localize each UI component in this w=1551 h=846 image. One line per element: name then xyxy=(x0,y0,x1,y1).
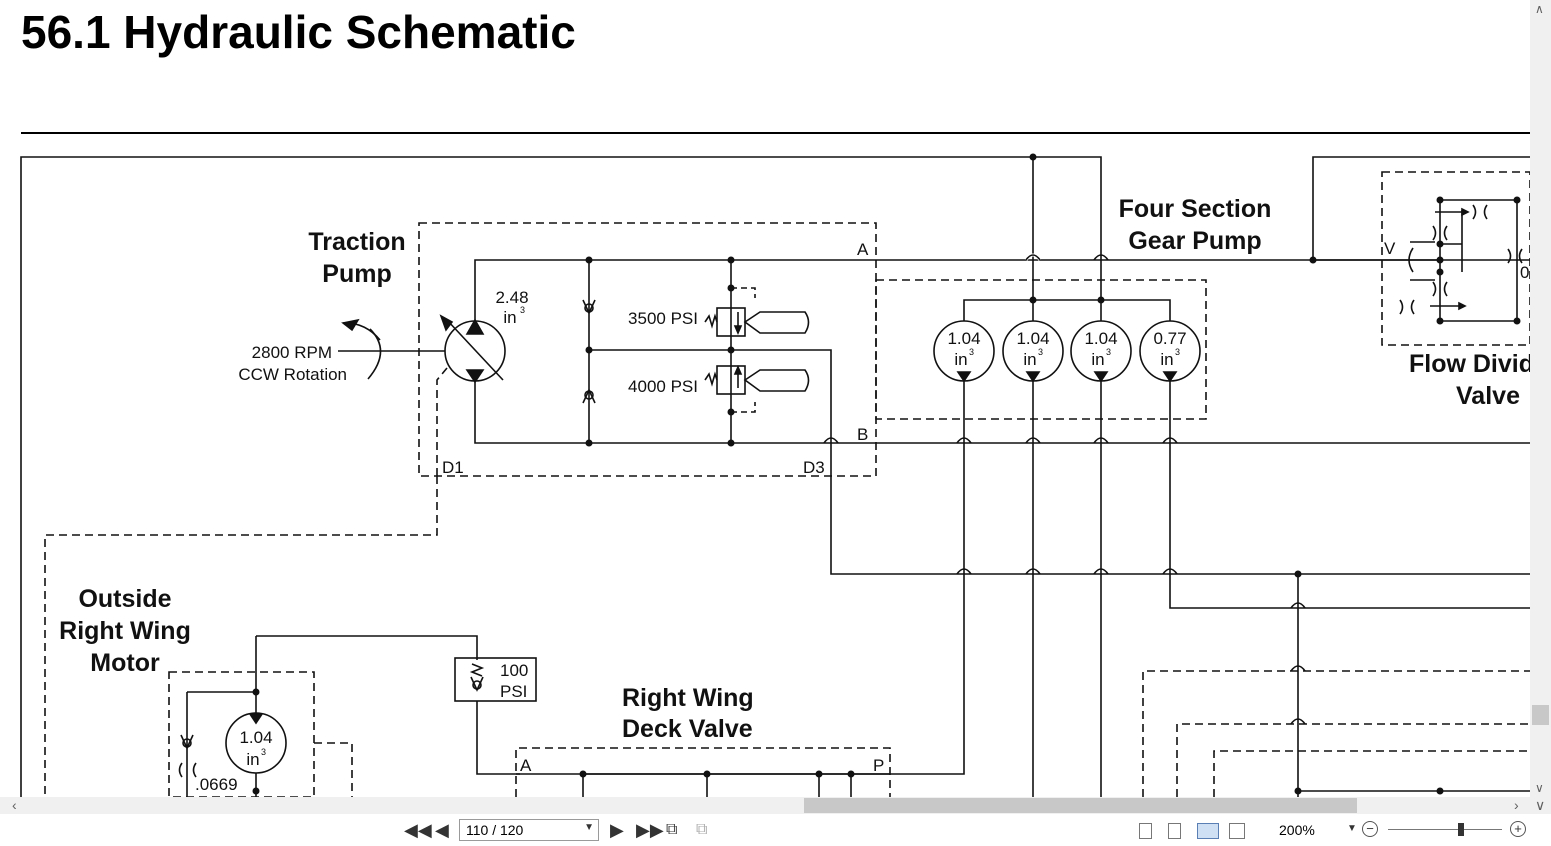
horizontal-scrollbar[interactable]: ‹ › xyxy=(0,797,1530,814)
scroll-right-icon[interactable]: › xyxy=(1514,797,1519,813)
title-rule xyxy=(21,132,1530,134)
page-title: 56.1 Hydraulic Schematic xyxy=(21,6,576,58)
pump-displacement: 2.48 xyxy=(495,288,528,307)
chevron-down-icon[interactable]: ∨ xyxy=(1535,797,1546,813)
check-valve-100 xyxy=(454,657,537,702)
svg-text:3: 3 xyxy=(520,305,525,315)
last-page-icon[interactable]: ▶▶ xyxy=(636,820,664,840)
relief-4000-label: 4000 PSI xyxy=(628,377,698,396)
svg-text:PSI: PSI xyxy=(500,682,527,701)
zoom-slider-handle[interactable] xyxy=(1458,823,1464,836)
svg-text:Motor: Motor xyxy=(90,649,160,677)
scrollbar-corner: ∨ xyxy=(1530,797,1551,814)
previous-page-icon[interactable]: ◀ xyxy=(435,820,449,840)
svg-text:in: in xyxy=(954,350,967,369)
wing-motor-disp: 1.04 xyxy=(239,728,272,747)
rpm-label: 2800 RPM xyxy=(252,343,332,362)
back-view-icon[interactable]: ⧉ xyxy=(666,821,678,838)
traction-pump-label: Traction xyxy=(308,228,405,256)
continuous-facing-view-icon[interactable] xyxy=(1229,823,1245,839)
port-d1-label: D1 xyxy=(442,458,464,477)
zoom-slider[interactable] xyxy=(1388,823,1502,836)
first-page-icon[interactable]: ◀◀ xyxy=(404,820,432,840)
svg-text:in: in xyxy=(1091,350,1104,369)
flow-divider-box xyxy=(1381,171,1530,346)
orifice-label: .0669 xyxy=(195,775,238,794)
gear-pump-label: Four Section xyxy=(1119,195,1272,223)
single-page-view-icon[interactable] xyxy=(1139,823,1152,839)
port-v-label: V xyxy=(1384,239,1396,258)
document-view: 56.1 Hydraulic Schematic xyxy=(20,6,1530,797)
relief-3500-label: 3500 PSI xyxy=(628,309,698,328)
gear-section-2-disp: 1.04 xyxy=(1016,329,1049,348)
gear-section-4-disp: 0.77 xyxy=(1153,329,1186,348)
vertical-scroll-thumb[interactable] xyxy=(1532,705,1549,725)
wing-motor-label: Outside xyxy=(78,585,171,613)
scroll-down-icon[interactable]: ∨ xyxy=(1535,781,1544,795)
continuous-view-icon[interactable] xyxy=(1168,823,1181,839)
rotation-label: CCW Rotation xyxy=(238,365,347,384)
svg-text:in: in xyxy=(1160,350,1173,369)
flow-divider-label: Flow Divider xyxy=(1409,350,1530,378)
hydraulic-schematic: Traction Pump 2800 RPM CCW Rotation 2.48… xyxy=(20,153,1530,797)
svg-text:Valve: Valve xyxy=(1456,382,1520,410)
svg-text:Deck Valve: Deck Valve xyxy=(622,715,753,743)
page-indicator: 110 / 120 xyxy=(466,822,524,838)
check-psi-value: 100 xyxy=(500,661,528,680)
scroll-up-icon[interactable]: ∧ xyxy=(1535,2,1544,16)
svg-text:Gear Pump: Gear Pump xyxy=(1128,227,1261,255)
gear-section-3-disp: 1.04 xyxy=(1084,329,1117,348)
deck-valve-label: Right Wing xyxy=(622,684,754,712)
facing-view-icon[interactable] xyxy=(1197,823,1219,839)
svg-text:Pump: Pump xyxy=(322,260,391,288)
svg-text:3: 3 xyxy=(1175,347,1180,357)
scroll-left-icon[interactable]: ‹ xyxy=(12,797,17,813)
svg-text:3: 3 xyxy=(1106,347,1111,357)
svg-text:Right Wing: Right Wing xyxy=(59,617,191,645)
traction-pump-box xyxy=(418,222,877,477)
svg-text:3: 3 xyxy=(1038,347,1043,357)
horizontal-scroll-thumb[interactable] xyxy=(804,798,1357,813)
svg-text:in: in xyxy=(1023,350,1036,369)
dropdown-icon: ▼ xyxy=(584,822,594,833)
port-a-label: A xyxy=(857,240,869,259)
port-b-label: B xyxy=(857,425,868,444)
forward-view-icon[interactable]: ⧉ xyxy=(696,821,708,838)
svg-text:3: 3 xyxy=(969,347,974,357)
next-page-icon[interactable]: ▶ xyxy=(610,820,624,840)
viewer-toolbar: ◀◀ ◀ 110 / 120 ▼ ▶ ▶▶ ⧉ ⧉ 200% ▼ − + xyxy=(0,814,1551,846)
zoom-dropdown-icon[interactable]: ▼ xyxy=(1347,823,1357,834)
deck-valve-box xyxy=(515,747,891,797)
zoom-level[interactable]: 200% xyxy=(1279,822,1315,838)
page-selector[interactable]: 110 / 120 ▼ xyxy=(459,819,599,841)
wing-motor-box xyxy=(168,671,315,797)
deck-port-a: A xyxy=(520,756,532,775)
svg-text:in: in xyxy=(246,750,259,769)
svg-text:3: 3 xyxy=(261,747,266,757)
port-d3-label: D3 xyxy=(803,458,825,477)
deck-port-p: P xyxy=(873,756,884,775)
gear-section-1-disp: 1.04 xyxy=(947,329,980,348)
svg-text:0: 0 xyxy=(1520,263,1529,282)
svg-text:in: in xyxy=(503,308,516,327)
zoom-in-icon[interactable]: + xyxy=(1510,821,1526,837)
zoom-out-icon[interactable]: − xyxy=(1362,821,1378,837)
vertical-scrollbar[interactable]: ∧ ∨ xyxy=(1530,0,1551,797)
